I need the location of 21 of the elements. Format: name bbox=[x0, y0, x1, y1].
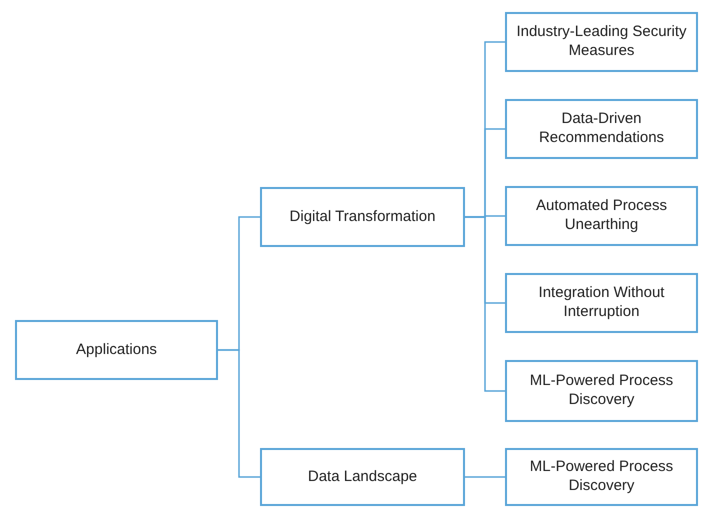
connector-line bbox=[465, 476, 505, 478]
process-box bbox=[505, 360, 698, 422]
box-label: Applications bbox=[76, 340, 157, 360]
box-label: Automated Process Unearthing bbox=[535, 197, 668, 235]
box-label: Industry-Leading Security Measures bbox=[515, 23, 688, 61]
process-box bbox=[505, 99, 698, 159]
box-label: ML-Powered Process Discovery bbox=[528, 458, 674, 496]
process-box bbox=[505, 12, 698, 72]
process-box bbox=[15, 320, 218, 380]
process-box bbox=[260, 187, 465, 247]
process-box bbox=[505, 186, 698, 246]
box-label: Integration Without Interruption bbox=[538, 284, 666, 322]
box-label: Data-Driven Recommendations bbox=[538, 110, 666, 148]
box-label: Digital Transformation bbox=[290, 208, 436, 226]
box-label: Data Landscape bbox=[308, 468, 418, 486]
connector-line bbox=[218, 349, 260, 478]
process-box bbox=[505, 448, 698, 506]
process-box bbox=[260, 448, 465, 506]
process-box bbox=[505, 273, 698, 333]
connector-line bbox=[465, 216, 505, 392]
box-label: ML-Powered Process Discovery bbox=[528, 372, 674, 410]
